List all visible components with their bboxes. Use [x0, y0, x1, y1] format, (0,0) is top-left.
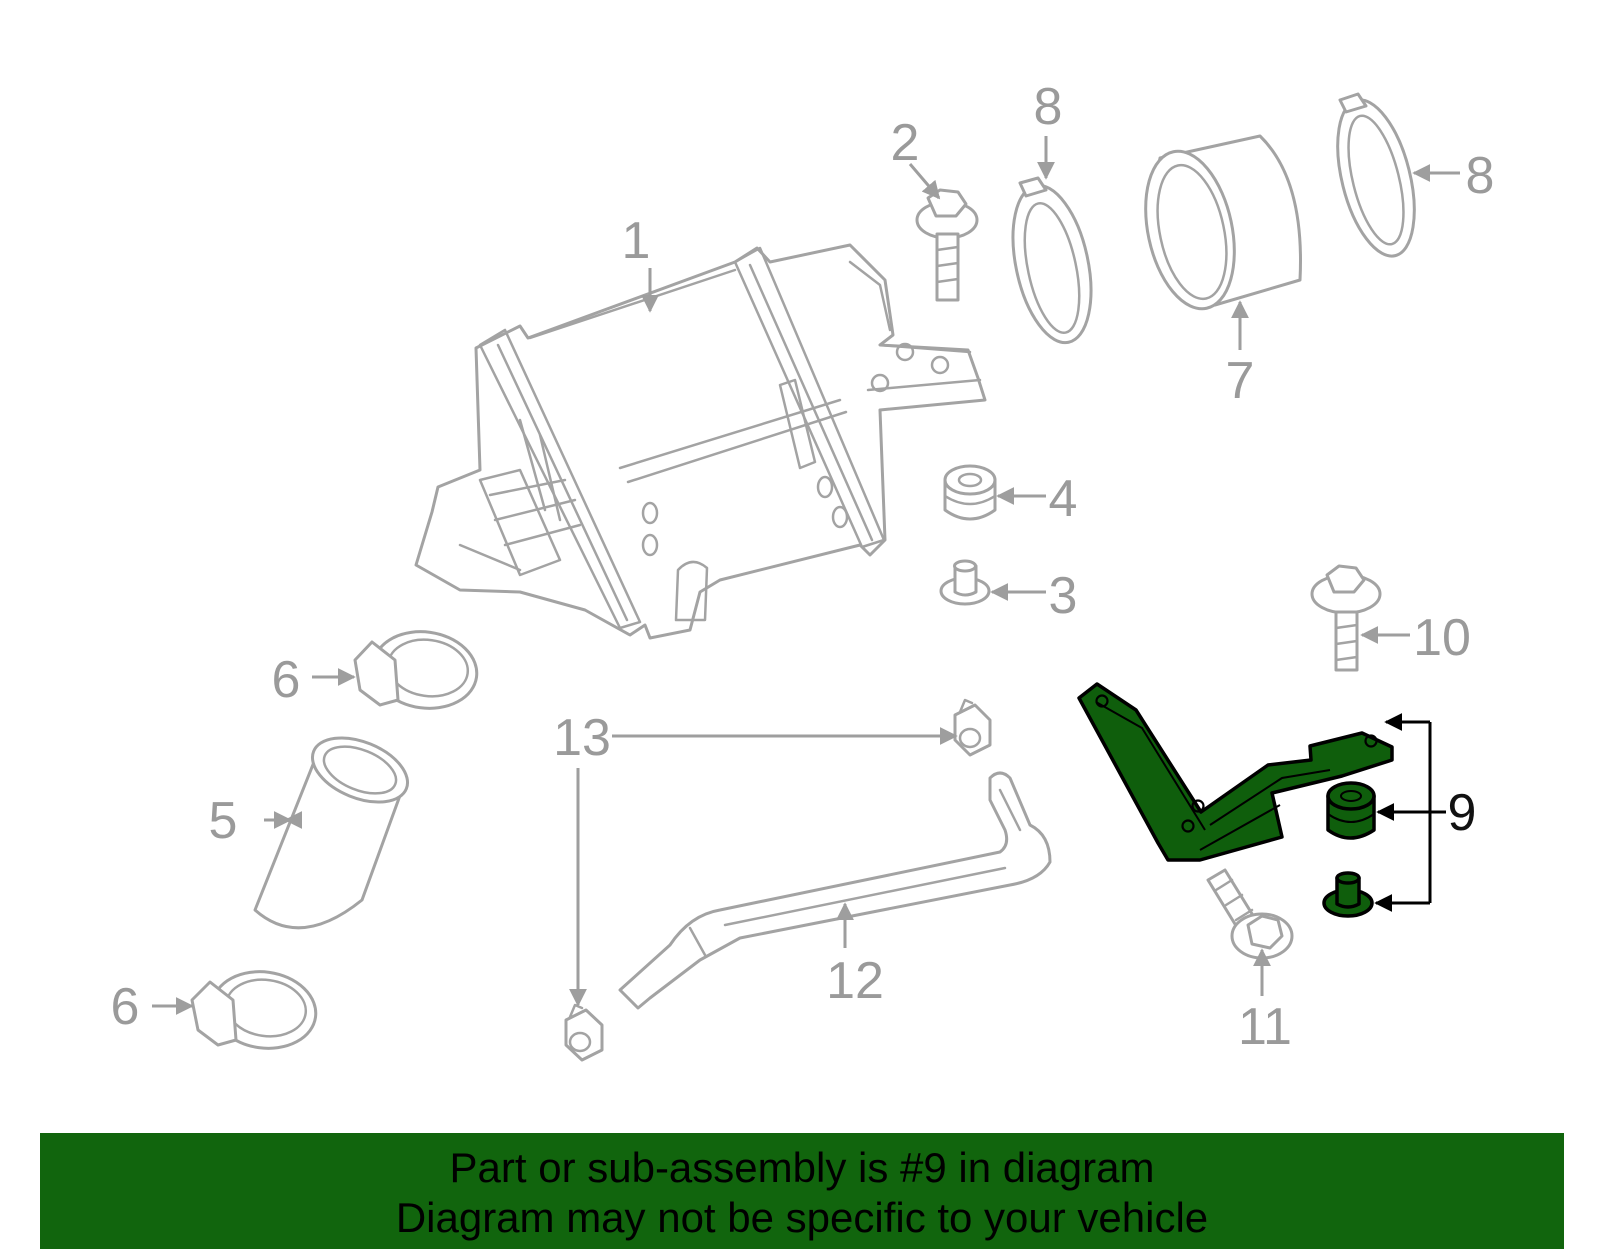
callout-2: 2 — [891, 114, 920, 172]
callout-4: 4 — [1049, 470, 1078, 528]
callout-10: 10 — [1413, 609, 1471, 667]
part-12-tube — [618, 771, 1052, 1010]
part-9-leader — [1374, 713, 1446, 912]
callout-9: 9 — [1448, 784, 1477, 842]
part-13-clip-upper — [953, 698, 992, 757]
banner-line-1: Part or sub-assembly is #9 in diagram — [449, 1144, 1155, 1191]
info-banner: Part or sub-assembly is #9 in diagram Di… — [40, 1133, 1564, 1249]
part-4-bushing — [943, 464, 997, 521]
part-10-bolt — [1310, 564, 1382, 672]
part-6-clamp-upper — [353, 630, 479, 710]
callout-labels: 1 2 3 4 5 6 6 7 8 8 9 10 11 12 13 — [111, 78, 1495, 1056]
leader-lines — [152, 136, 1460, 1015]
callout-1: 1 — [622, 212, 651, 270]
part-1-housing — [414, 243, 987, 640]
part-9-bracket — [1077, 682, 1394, 862]
part-8-clamp-left — [1011, 176, 1093, 345]
part-2-bolt — [915, 188, 979, 302]
part-9-bushing — [1326, 781, 1376, 840]
callout-7: 7 — [1226, 352, 1255, 410]
callout-12: 12 — [826, 952, 884, 1010]
callout-13: 13 — [553, 709, 611, 767]
callout-5: 5 — [209, 792, 238, 850]
part-9-bracket-plate — [1077, 682, 1394, 862]
part-7-sleeve — [1144, 134, 1302, 311]
callout-6-lower: 6 — [111, 978, 140, 1036]
part-13-clip-lower — [564, 1003, 604, 1062]
callout-8-right: 8 — [1466, 147, 1495, 205]
part-3-collar — [939, 559, 991, 606]
callout-8-left: 8 — [1034, 78, 1063, 136]
part-8-clamp-right — [1336, 92, 1416, 258]
callout-11: 11 — [1238, 998, 1292, 1056]
callout-3: 3 — [1049, 567, 1078, 625]
banner-line-2: Diagram may not be specific to your vehi… — [395, 1194, 1209, 1241]
callout-6-upper: 6 — [272, 651, 301, 709]
part-11-bolt — [1206, 868, 1294, 960]
part-5-hose — [253, 736, 410, 930]
part-9-collar — [1322, 871, 1374, 918]
parts-diagram: 1 2 3 4 5 6 6 7 8 8 9 10 11 12 13 — [111, 78, 1495, 1062]
part-6-clamp-lower — [190, 970, 318, 1050]
